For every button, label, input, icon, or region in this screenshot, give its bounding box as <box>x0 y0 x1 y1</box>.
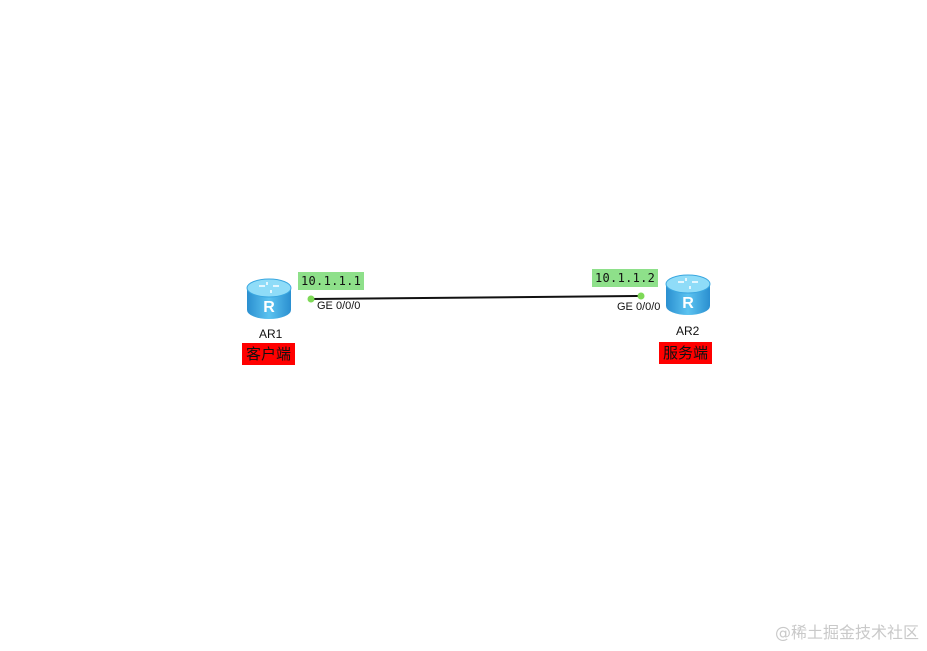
port-label-ar1: GE 0/0/0 <box>317 300 361 312</box>
watermark: @稀土掘金技术社区 <box>774 623 919 642</box>
port-label-ar2: GE 0/0/0 <box>617 301 661 313</box>
device-name-ar1: AR1 <box>259 327 283 341</box>
link-endpoint-ar1[interactable] <box>307 295 315 303</box>
ip-label-ar1: 10.1.1.1 <box>298 272 365 290</box>
device-name-ar2: AR2 <box>676 324 700 338</box>
network-link[interactable] <box>310 295 642 300</box>
ip-label-ar2: 10.1.1.2 <box>592 269 659 287</box>
router-icon[interactable]: R <box>245 276 293 322</box>
link-endpoint-ar2[interactable] <box>637 292 645 300</box>
router-icon[interactable]: R <box>664 272 712 318</box>
router-letter: R <box>263 299 275 316</box>
role-tag-ar1: 客户端 <box>242 343 296 365</box>
role-tag-ar2: 服务端 <box>659 342 713 364</box>
router-letter: R <box>682 295 694 312</box>
